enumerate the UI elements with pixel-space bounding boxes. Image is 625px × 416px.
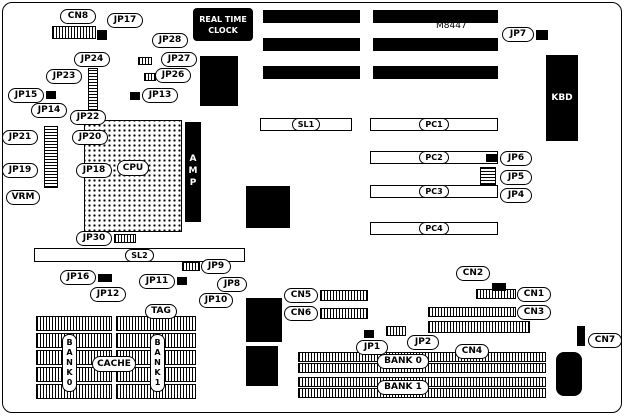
callout-jp12: JP12 — [90, 287, 126, 302]
callout-jp17: JP17 — [107, 13, 143, 28]
callout-cn1: CN1 — [517, 287, 551, 302]
cn7-connector — [577, 326, 585, 346]
chipset-part-number: M8447 — [436, 21, 467, 31]
callout-jp7: JP7 — [502, 27, 534, 42]
keyboard-controller: KBD — [546, 55, 578, 141]
isa-slot — [373, 10, 498, 23]
callout-cn4: CN4 — [455, 344, 489, 359]
jp24-header — [88, 68, 98, 114]
isa-slot — [263, 10, 360, 23]
callout-tag: TAG — [145, 304, 177, 319]
callout-cn3: CN3 — [517, 305, 551, 320]
cn6-header — [320, 308, 368, 319]
slot-label-pc1: PC1 — [419, 118, 449, 131]
callout-bank-1: BANK 1 — [377, 380, 429, 395]
ic-chip — [246, 186, 290, 228]
isa-slot — [373, 38, 498, 51]
cn2-connector — [492, 283, 506, 291]
callout-jp1: JP1 — [356, 340, 388, 355]
isa-slot — [373, 66, 498, 79]
jp7-connector — [536, 30, 548, 40]
slot-pc3: PC3 — [370, 185, 498, 198]
callout-jp20: JP20 — [72, 130, 108, 145]
callout-jp19: JP19 — [2, 163, 38, 178]
jp1-connector — [364, 330, 374, 338]
slot-label-pc4: PC4 — [419, 222, 449, 235]
callout-cpu: CPU — [117, 160, 149, 176]
callout-cn6: CN6 — [284, 306, 318, 321]
callout-jp8: JP8 — [217, 277, 247, 292]
callout-jp9: JP9 — [201, 259, 231, 274]
amp-chip: AMP — [185, 122, 201, 222]
slot-pc4: PC4 — [370, 222, 498, 235]
jp30-header — [114, 234, 136, 243]
slot-label-sl2: SL2 — [125, 248, 154, 262]
isa-slot — [263, 66, 360, 79]
rtc-label-line1: REAL TIME — [199, 14, 247, 24]
callout-cn2: CN2 — [456, 266, 490, 281]
ic-chip — [200, 56, 238, 106]
callout-jp11: JP11 — [139, 274, 175, 289]
callout-cache: CACHE — [92, 356, 136, 372]
jp9-header — [182, 262, 200, 271]
callout-vrm: VRM — [6, 190, 40, 205]
callout-jp2: JP2 — [407, 335, 439, 350]
callout-jp27: JP27 — [161, 52, 197, 67]
slot-sl1: SL1 — [260, 118, 352, 131]
ic-chip — [246, 346, 278, 386]
callout-jp10: JP10 — [199, 293, 233, 308]
callout-bank-0: BANK 0 — [377, 354, 429, 369]
slot-label-sl1: SL1 — [291, 118, 321, 131]
callout-cn7: CN7 — [588, 333, 622, 348]
slot-sl2: SL2 — [34, 248, 245, 262]
jp16-connector — [98, 274, 112, 282]
slot-pc2: PC2 — [370, 151, 498, 164]
real-time-clock-chip: REAL TIME CLOCK — [193, 8, 253, 41]
vertical-label-bank1: BANK1 — [150, 334, 165, 392]
callout-jp21: JP21 — [2, 130, 38, 145]
callout-jp6: JP6 — [500, 151, 532, 166]
vrm-header — [44, 126, 58, 188]
jp5-header — [480, 167, 496, 185]
callout-jp13: JP13 — [142, 88, 178, 103]
callout-jp24: JP24 — [74, 52, 110, 67]
callout-jp30: JP30 — [76, 231, 112, 246]
callout-jp14: JP14 — [31, 103, 67, 118]
callout-jp15: JP15 — [8, 88, 44, 103]
callout-cn8: CN8 — [60, 9, 96, 24]
isa-slot — [263, 38, 360, 51]
slot-label-pc3: PC3 — [419, 185, 449, 198]
slot-pc1: PC1 — [370, 118, 498, 131]
jp15-connector — [46, 91, 56, 99]
callout-cn5: CN5 — [284, 288, 318, 303]
callout-jp22: JP22 — [70, 110, 106, 125]
callout-jp5: JP5 — [500, 170, 532, 185]
callout-jp18: JP18 — [76, 163, 112, 178]
jp17-connector — [97, 30, 107, 40]
cn4-header — [428, 321, 530, 333]
cn3-header — [428, 307, 516, 317]
cn5-header — [320, 290, 368, 301]
din-connector — [556, 352, 582, 396]
callout-jp4: JP4 — [500, 188, 532, 203]
jp28-header — [138, 57, 152, 65]
callout-jp28: JP28 — [152, 33, 188, 48]
callout-jp23: JP23 — [46, 69, 82, 84]
jp13-connector — [130, 92, 140, 100]
callout-jp26: JP26 — [155, 68, 191, 83]
dip-chip — [36, 316, 112, 331]
slot-label-pc2: PC2 — [419, 151, 449, 164]
jp6-connector — [486, 154, 498, 162]
vertical-label-bank0: BANK0 — [62, 334, 77, 392]
callout-jp16: JP16 — [60, 270, 96, 285]
jp11-connector — [177, 277, 187, 285]
cn8-header — [52, 26, 96, 39]
rtc-label-line2: CLOCK — [208, 25, 238, 35]
ic-chip — [246, 298, 282, 342]
jp2-header — [386, 326, 406, 336]
